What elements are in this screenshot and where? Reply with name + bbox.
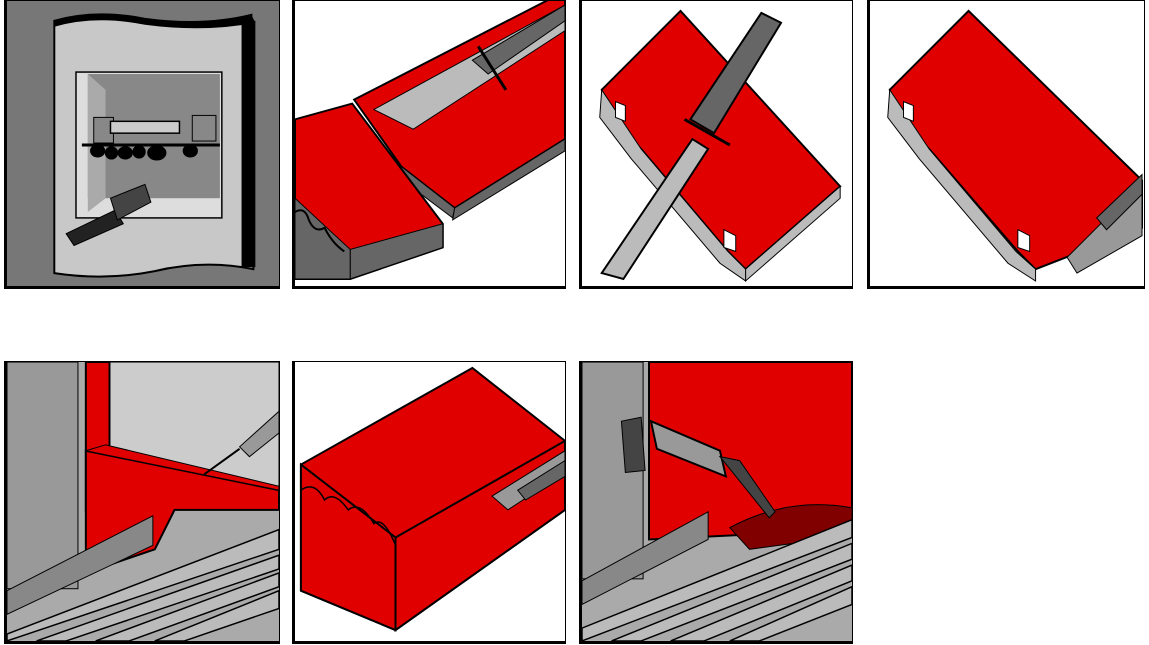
step-5-panel [4,361,280,644]
sealant-gun-profile-icon [870,1,1144,286]
sealant-gun-board-icon [295,362,565,641]
step-3-panel [579,0,853,289]
oven-with-parts-icon [7,1,279,286]
step-1-panel [4,0,280,289]
step-7-panel [579,361,853,644]
step-2-panel [292,0,566,289]
step-4-panel [867,0,1145,289]
knife-carving-profile-icon [582,1,852,286]
step-6-panel [292,361,566,644]
sealant-gun-corner-icon [7,362,279,641]
knife-cutting-board-icon [295,1,565,286]
caulking-gun-installation-icon [582,362,852,641]
